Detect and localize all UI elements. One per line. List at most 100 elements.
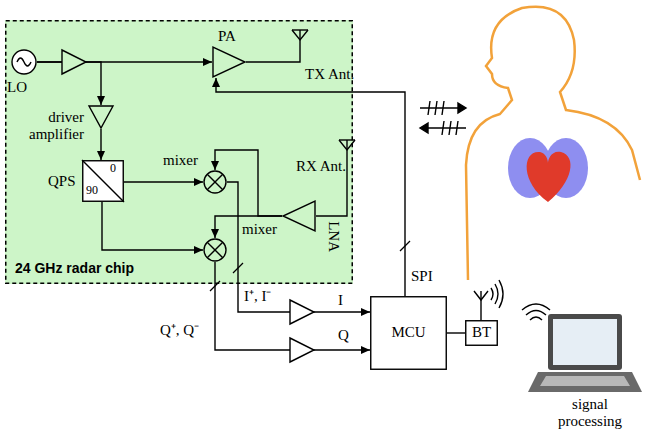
wave-arrow xyxy=(420,101,466,135)
drawing-part xyxy=(283,201,315,231)
drawing-part xyxy=(292,29,308,30)
laptop-label: signal processing xyxy=(548,396,632,431)
connector xyxy=(227,182,370,312)
drawing-part xyxy=(207,242,223,258)
node-outline xyxy=(282,200,316,232)
drawing-part xyxy=(420,107,458,108)
drawing-part xyxy=(526,311,546,316)
drawing-part xyxy=(292,30,308,40)
drawing-part xyxy=(480,291,481,300)
mixer-symbol: mixer xyxy=(203,170,227,194)
buffer-amplifier xyxy=(62,50,86,74)
connector xyxy=(216,78,405,296)
drawing-part xyxy=(540,376,630,386)
drawing-part xyxy=(246,40,300,62)
drawing-part xyxy=(428,101,430,115)
drawing-part xyxy=(12,50,36,74)
drawing-part xyxy=(83,161,124,202)
drawing-part xyxy=(420,123,428,133)
node-label: BT xyxy=(472,324,491,341)
drawing-part xyxy=(530,317,542,320)
chip-region: 24 GHz radar chip LO PA driver amplifierQPS… xyxy=(5,20,353,284)
signal-name: I⁺, I⁻ xyxy=(244,288,272,305)
antenna-label: TX Ant. xyxy=(305,66,354,83)
node-outline xyxy=(11,49,37,75)
drawing-part xyxy=(204,171,226,193)
drawing-part xyxy=(435,101,437,115)
node-outline xyxy=(88,105,114,129)
bluetooth-antenna xyxy=(474,280,503,320)
drawing-part xyxy=(528,372,642,392)
drawing-part xyxy=(474,291,488,300)
signal-name: Q⁺, Q⁻ xyxy=(160,322,199,339)
baseband-amplifier xyxy=(290,300,314,362)
drawing-part xyxy=(548,314,622,370)
connector xyxy=(215,262,370,350)
heart-illustration xyxy=(508,138,588,202)
connector xyxy=(100,129,101,160)
oscillator: LO xyxy=(11,49,37,75)
drawing-part xyxy=(522,304,550,310)
node-label: LNA xyxy=(325,221,342,252)
connector xyxy=(215,216,282,238)
drawing-part xyxy=(17,58,31,66)
rx-antenna xyxy=(316,140,355,216)
drawing-part xyxy=(527,152,571,202)
person-outline xyxy=(466,7,640,280)
signal-name: I xyxy=(338,292,343,309)
bluetooth-box: BT xyxy=(465,320,498,346)
driver-amplifier: driver amplifier xyxy=(88,105,114,129)
drawing-part xyxy=(207,174,223,190)
connector xyxy=(124,181,203,182)
drawing-part xyxy=(466,321,498,346)
node-label: PA xyxy=(218,28,236,45)
node-label: 90 xyxy=(86,184,98,198)
node-label: MCU xyxy=(391,324,425,341)
drawing-part xyxy=(553,319,617,365)
drawing-part xyxy=(213,47,245,77)
tx-antenna xyxy=(246,30,308,62)
drawing-part xyxy=(442,121,444,135)
antenna-label: RX Ant. xyxy=(296,158,346,175)
node-label: QPS xyxy=(48,173,76,190)
drawing-part xyxy=(400,241,410,251)
signal-name: SPI xyxy=(411,268,433,285)
node-outline xyxy=(212,46,246,78)
node-outline xyxy=(203,170,227,194)
low-noise-amplifier: LNA xyxy=(282,200,316,232)
drawing-part xyxy=(6,21,353,284)
drawing-part xyxy=(495,284,498,304)
node-label: mixer xyxy=(163,152,198,169)
phase-shifter: QPS090 xyxy=(82,160,124,202)
drawing-part xyxy=(204,239,226,261)
node-label: mixer xyxy=(242,221,277,238)
laptop-icon xyxy=(522,304,642,392)
drawing-part xyxy=(290,338,314,362)
chip-ground xyxy=(5,20,353,284)
drawing-part xyxy=(290,300,314,324)
drawing-part xyxy=(442,101,444,115)
power-amplifier: PA xyxy=(212,46,246,78)
drawing-part xyxy=(207,242,223,258)
drawing-part xyxy=(89,106,113,128)
drawing-part xyxy=(491,288,493,300)
drawing-part xyxy=(466,7,640,280)
node-label: 0 xyxy=(110,162,116,176)
microcontroller-box: MCU xyxy=(370,296,447,370)
drawing-part xyxy=(371,297,447,370)
node-label: 24 GHz radar chip xyxy=(15,260,134,276)
drawing-part xyxy=(207,174,223,190)
drawing-part xyxy=(449,121,451,135)
drawing-part xyxy=(499,280,503,308)
drawing-part xyxy=(428,127,466,128)
node-outline xyxy=(203,238,227,262)
drawing-part xyxy=(480,300,481,320)
mixer-symbol: mixer xyxy=(203,238,227,262)
connector xyxy=(102,202,203,250)
drawing-part xyxy=(458,103,466,113)
node-label: driver amplifier xyxy=(22,109,84,144)
